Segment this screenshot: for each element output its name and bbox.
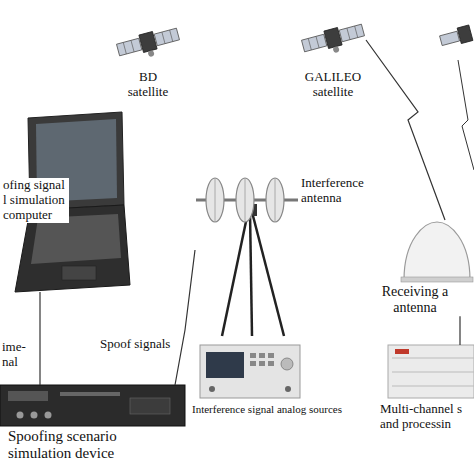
antenna-illustration [196, 178, 298, 336]
processing-unit-illustration [388, 345, 474, 398]
device-label: Spoofing scenario simulation device [8, 428, 148, 463]
satellite-icon [301, 21, 367, 60]
satellite-node: BD satellite [118, 22, 178, 100]
device-node: Spoofing scenario simulation device [0, 385, 185, 463]
rack-illustration [0, 385, 185, 426]
device-label: ofing signal l simulation computer [3, 178, 69, 223]
signal-label: ime- nal [2, 340, 32, 370]
signal-source-node: Interference signal analog sources [192, 345, 342, 416]
cable-line [39, 292, 40, 385]
cable-line [175, 250, 195, 385]
signal-label: Spoof signals [100, 337, 170, 352]
cable-line [459, 316, 460, 345]
processing-node: Multi-channel s and processin [380, 345, 474, 432]
antenna-node: Interference antenna [195, 172, 369, 338]
device-label: GALILEO satellite [302, 70, 364, 100]
device-label: Interference antenna [301, 176, 369, 206]
device-label: BD satellite [123, 70, 173, 100]
dome-antenna-illustration [401, 222, 473, 282]
satellite-node: GALILEO satellite [300, 18, 366, 100]
signal-line [458, 60, 474, 170]
device-label: Interference signal analog sources [192, 403, 342, 416]
cable-line [366, 40, 445, 220]
satellite-icon [439, 25, 473, 48]
satellite-icon [116, 25, 182, 64]
device-label: Receiving a antenna [375, 284, 455, 316]
computer-node: ofing signal l simulation computer [3, 112, 130, 292]
device-label: Multi-channel s and processin [380, 402, 468, 432]
receiving-antenna-node: Receiving a antenna [375, 220, 473, 316]
signal-generator-illustration [200, 345, 300, 398]
